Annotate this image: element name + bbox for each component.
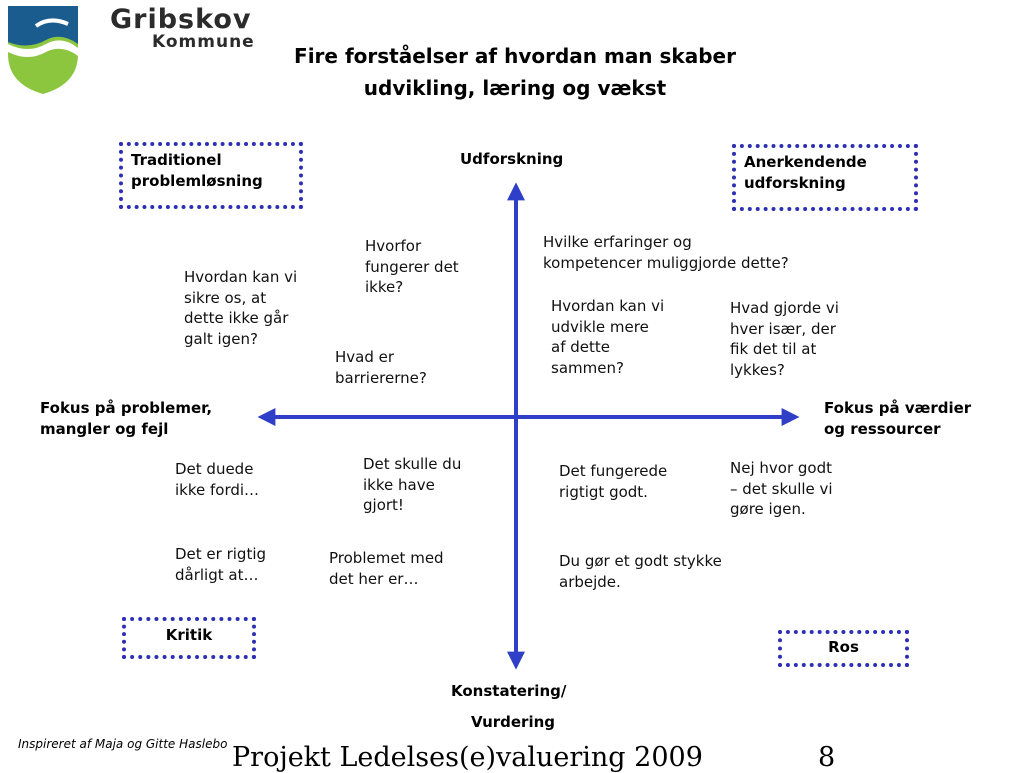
box-tl-line-2: problemløsning <box>131 172 263 190</box>
footer-project-title: Projekt Ledelses(e)valuering 2009 <box>232 742 703 773</box>
box-tr-line-2: udforskning <box>744 174 846 192</box>
phrase-line: fik det til at <box>730 340 817 358</box>
axis-label-right: Fokus på værdier og ressourcer <box>824 398 971 440</box>
page-number: 8 <box>818 742 836 773</box>
footer-credit: Inspireret af Maja og Gitte Haslebo <box>18 737 228 751</box>
phrase-br-1: Det fungerede rigtigt godt. <box>559 461 667 502</box>
phrase-line: gøre igen. <box>730 500 806 518</box>
phrase-line: Problemet med <box>329 549 444 567</box>
phrase-tr-2: Hvordan kan vi udvikle mere af dette sam… <box>551 296 664 378</box>
phrase-line: ikke fordi… <box>175 480 260 499</box>
page-title: Fire forståelser af hvordan man skaber u… <box>250 40 780 104</box>
phrase-bl-1: Det duede ikke fordi… <box>175 459 259 500</box>
phrase-bl-2: Det skulle du ikke have gjort! <box>363 454 461 516</box>
title-line-2: udvikling, læring og vækst <box>363 76 667 100</box>
phrase-br-2: Nej hvor godt – det skulle vi gøre igen. <box>730 458 833 520</box>
logo-shield-icon <box>8 6 78 94</box>
phrase-tr-1: Hvilke erfaringer og kompetencer muliggj… <box>543 232 789 273</box>
phrase-line: – det skulle vi <box>730 479 833 498</box>
phrase-line: galt igen? <box>184 329 258 348</box>
phrase-line: Det duede <box>175 460 254 478</box>
phrase-line: sammen? <box>551 358 624 377</box>
phrase-line: dårligt at… <box>175 565 259 584</box>
phrase-line: kompetencer muliggjorde dette? <box>543 253 789 272</box>
phrase-line: gjort! <box>363 496 404 514</box>
box-br-label: Ros <box>828 638 859 656</box>
phrase-line: hver især, der <box>730 319 836 338</box>
phrase-line: det her er… <box>329 569 419 588</box>
phrase-tl-2: Hvordan kan vi sikre os, at dette ikke g… <box>184 267 297 349</box>
phrase-bl-3: Det er rigtig dårligt at… <box>175 544 266 585</box>
axis-left-line-2: mangler og fejl <box>40 420 169 438</box>
phrase-line: Det er rigtig <box>175 545 267 563</box>
logo-name: Gribskov <box>110 4 252 35</box>
phrase-line: lykkes? <box>730 360 785 379</box>
axis-right-line-1: Fokus på værdier <box>824 399 972 417</box>
phrase-tr-3: Hvad gjorde vi hver især, der fik det ti… <box>730 298 839 380</box>
phrase-line: arbejde. <box>559 572 621 591</box>
phrase-line: af dette <box>551 338 610 356</box>
phrase-line: Du gør et godt stykke <box>559 552 722 570</box>
phrase-line: Det fungerede <box>559 462 668 480</box>
phrase-line: Hvilke erfaringer og <box>543 233 692 251</box>
axis-label-bottom-1: Konstatering/ <box>451 682 567 700</box>
phrase-line: Hvorfor <box>365 237 422 255</box>
phrase-line: Hvad er <box>335 348 395 366</box>
phrase-line: ikke have <box>363 475 435 494</box>
phrase-tl-1: Hvorfor fungerer det ikke? <box>365 236 459 298</box>
phrase-line: ikke? <box>365 278 404 296</box>
box-ros: Ros <box>778 630 909 667</box>
phrase-line: Nej hvor godt <box>730 459 832 477</box>
axis-label-left: Fokus på problemer, mangler og fejl <box>40 398 212 440</box>
box-bl-label: Kritik <box>165 626 213 644</box>
phrase-line: Det skulle du <box>363 455 462 473</box>
phrase-line: Hvad gjorde vi <box>730 299 839 317</box>
box-anerkendende-udforskning: Anerkendende udforskning <box>732 144 918 211</box>
phrase-bl-4: Problemet med det her er… <box>329 548 444 589</box>
phrase-tl-3: Hvad er barriererne? <box>335 347 427 388</box>
phrase-line: Hvordan kan vi <box>551 297 665 315</box>
box-tl-line-1: Traditionel <box>131 151 222 169</box>
box-traditionel-problemlosning: Traditionel problemløsning <box>119 142 303 209</box>
phrase-line: Hvordan kan vi <box>184 268 298 286</box>
phrase-br-3: Du gør et godt stykke arbejde. <box>559 551 722 592</box>
axis-right-line-2: og ressourcer <box>824 420 941 438</box>
axis-left-line-1: Fokus på problemer, <box>40 399 213 417</box>
phrase-line: udvikle mere <box>551 317 649 336</box>
gribskov-logo: Gribskov Kommune <box>6 4 268 96</box>
box-tr-line-1: Anerkendende <box>744 153 867 171</box>
phrase-line: dette ikke går <box>184 309 289 327</box>
axis-label-bottom-2: Vurdering <box>471 713 556 731</box>
phrase-line: fungerer det <box>365 257 459 276</box>
phrase-line: rigtigt godt. <box>559 482 648 501</box>
box-kritik: Kritik <box>122 617 256 659</box>
phrase-line: barriererne? <box>335 368 427 387</box>
title-line-1: Fire forståelser af hvordan man skaber <box>294 44 736 68</box>
axis-label-top: Udforskning <box>460 150 564 168</box>
logo-subname: Kommune <box>152 32 255 52</box>
phrase-line: sikre os, at <box>184 288 267 307</box>
